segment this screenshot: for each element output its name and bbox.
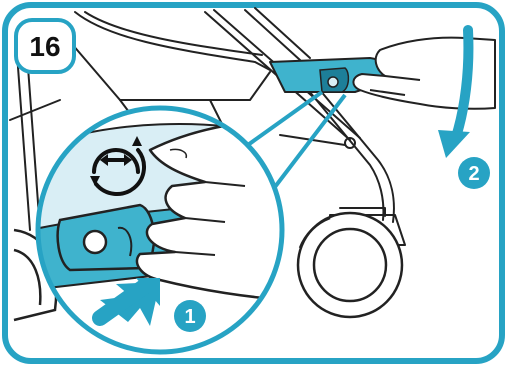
step-number: 16 (29, 31, 60, 62)
callout-label-2: 2 (468, 163, 479, 185)
front-wheel (298, 213, 402, 317)
callout-label-1: 1 (184, 306, 195, 328)
callout-badge-1: 1 (174, 300, 206, 332)
callout-badge-2: 2 (458, 157, 490, 189)
step-badge: 16 (16, 20, 74, 72)
